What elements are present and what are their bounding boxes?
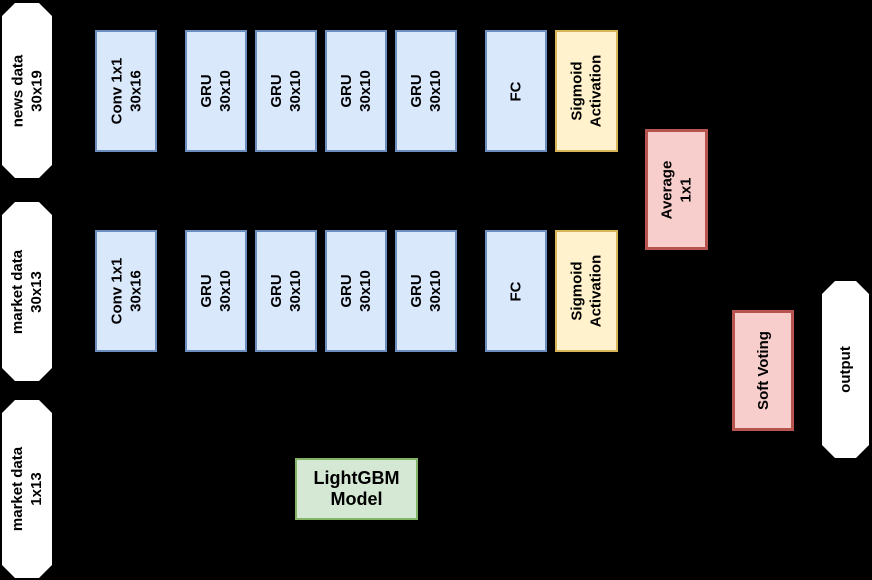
news-gru3-label: GRU 30x10 xyxy=(337,70,375,112)
output-terminal: output xyxy=(822,281,869,458)
news-gru1-label: GRU 30x10 xyxy=(197,70,235,112)
label-line: GRU xyxy=(268,274,285,308)
news-gru4-box: GRU 30x10 xyxy=(395,30,457,152)
label-line: Model xyxy=(330,489,383,509)
market-gru1-box: GRU 30x10 xyxy=(185,230,247,352)
label-line: GRU xyxy=(408,74,425,108)
label-line: 1x13 xyxy=(28,472,45,506)
market-gru1-label: GRU 30x10 xyxy=(197,270,235,312)
label-line: GRU xyxy=(198,74,215,108)
news-conv-box: Conv 1x1 30x16 xyxy=(95,30,157,152)
label-line: 30x10 xyxy=(357,70,374,112)
market-gru2-box: GRU 30x10 xyxy=(255,230,317,352)
label-line: 30x19 xyxy=(28,69,45,112)
input-market-data-30x13-label: market data 30x13 xyxy=(8,249,46,333)
market-gru3-label: GRU 30x10 xyxy=(337,270,375,312)
label-line: Conv 1x1 xyxy=(108,257,126,325)
label-line: GRU xyxy=(408,274,425,308)
input-news-data-30x19: news data 30x19 xyxy=(2,3,52,178)
label-line: 1x1 xyxy=(677,176,695,203)
market-gru4-label: GRU 30x10 xyxy=(407,270,445,312)
label-line: Conv 1x1 xyxy=(108,57,126,125)
label-line: market data xyxy=(9,249,26,334)
label-line: Activation xyxy=(587,254,605,328)
market-sigmoid-label: Sigmoid Activation xyxy=(568,255,606,328)
news-sigmoid-activation-box: Sigmoid Activation xyxy=(555,30,618,152)
market-fc-box: FC xyxy=(485,230,547,352)
label-line: GRU xyxy=(268,74,285,108)
news-sigmoid-label: Sigmoid Activation xyxy=(568,55,606,128)
soft-voting-box: Soft Voting xyxy=(732,310,794,431)
market-gru4-box: GRU 30x10 xyxy=(395,230,457,352)
lightgbm-model-box: LightGBM Model xyxy=(295,458,418,520)
input-market-data-1x13: market data 1x13 xyxy=(2,400,52,578)
output-label: output xyxy=(836,346,854,393)
news-gru1-box: GRU 30x10 xyxy=(185,30,247,152)
news-conv-label: Conv 1x1 30x16 xyxy=(107,58,145,125)
news-gru2-box: GRU 30x10 xyxy=(255,30,317,152)
market-conv-box: Conv 1x1 30x16 xyxy=(95,230,157,352)
news-gru4-label: GRU 30x10 xyxy=(407,70,445,112)
news-fc-label: FC xyxy=(507,81,525,101)
label-line: Sigmoid xyxy=(568,61,586,121)
market-gru3-box: GRU 30x10 xyxy=(325,230,387,352)
news-fc-box: FC xyxy=(485,30,547,152)
label-line: Sigmoid xyxy=(568,261,586,321)
label-line: 30x16 xyxy=(127,270,145,312)
label-line: GRU xyxy=(198,274,215,308)
label-line: Average xyxy=(658,160,676,219)
news-gru3-box: GRU 30x10 xyxy=(325,30,387,152)
label-line: 30x10 xyxy=(357,270,374,312)
average-label: Average 1x1 xyxy=(658,160,696,219)
label-line: LightGBM xyxy=(313,468,400,488)
input-market-data-30x13: market data 30x13 xyxy=(2,202,52,381)
label-line: 30x13 xyxy=(28,270,45,313)
market-conv-label: Conv 1x1 30x16 xyxy=(107,258,145,325)
label-line: 30x16 xyxy=(127,70,145,112)
market-sigmoid-activation-box: Sigmoid Activation xyxy=(555,230,618,352)
label-line: 30x10 xyxy=(287,70,304,112)
label-line: news data xyxy=(9,54,26,127)
label-line: 30x10 xyxy=(217,70,234,112)
news-gru2-label: GRU 30x10 xyxy=(267,70,305,112)
label-line: 30x10 xyxy=(217,270,234,312)
market-gru2-label: GRU 30x10 xyxy=(267,270,305,312)
soft-voting-label: Soft Voting xyxy=(754,331,772,410)
input-market-data-1x13-label: market data 1x13 xyxy=(8,447,46,531)
market-fc-label: FC xyxy=(507,281,525,301)
label-line: Activation xyxy=(587,54,605,128)
label-line: GRU xyxy=(338,74,355,108)
label-line: GRU xyxy=(338,274,355,308)
label-line: 30x10 xyxy=(287,270,304,312)
lightgbm-model-label: LightGBM Model xyxy=(314,468,400,510)
input-news-data-label: news data 30x19 xyxy=(8,54,46,127)
label-line: market data xyxy=(9,446,26,532)
label-line: 30x10 xyxy=(427,70,444,112)
label-line: 30x10 xyxy=(427,270,444,312)
average-box: Average 1x1 xyxy=(645,129,708,250)
